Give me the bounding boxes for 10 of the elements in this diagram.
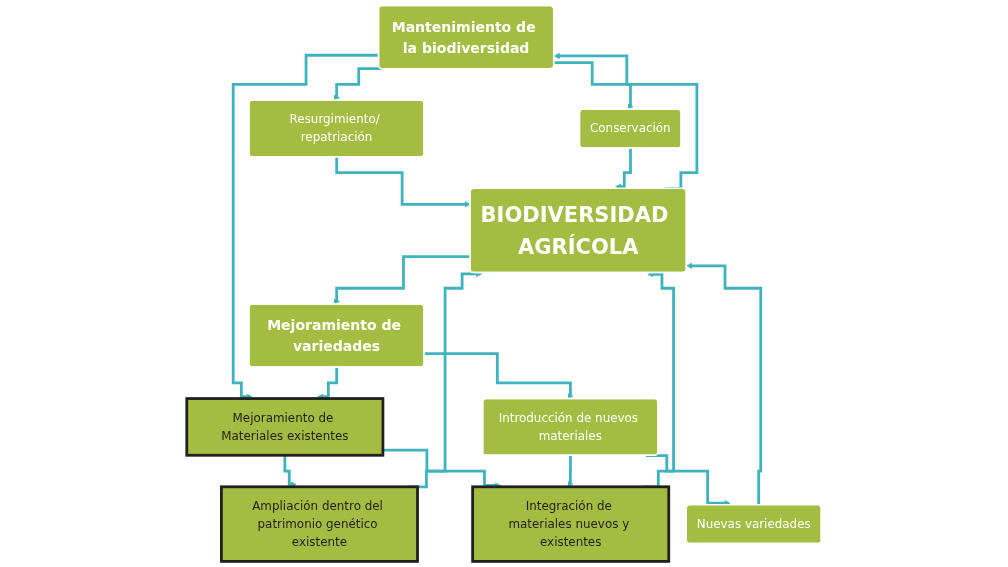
arrow [553, 52, 699, 191]
arrow [554, 61, 634, 110]
arrow [335, 155, 471, 208]
node-box: Integración de materiales nuevos y existentes [471, 485, 671, 563]
node-box: Ampliación dentro del patrimonio genético existente [220, 485, 419, 563]
arrow [333, 255, 471, 305]
node-box: Mejoramiento de Materiales existentes [185, 397, 385, 457]
arrow [333, 67, 381, 101]
arrow [615, 146, 633, 190]
arrow [424, 352, 574, 400]
